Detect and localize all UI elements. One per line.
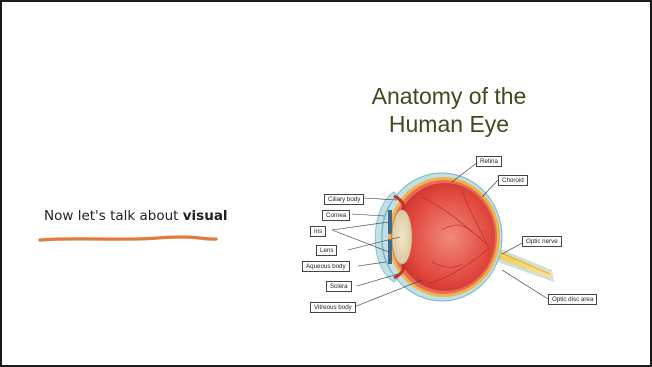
figure-title-line-2: Human Eye [364, 110, 534, 138]
intro-prefix: Now let's talk about [44, 208, 183, 224]
label-optic-nerve: Optic nerve [522, 236, 562, 247]
figure-title: Anatomy of the Human Eye [364, 82, 534, 138]
label-iris: Iris [310, 226, 326, 237]
label-choroid: Choroid [498, 175, 528, 186]
label-retina: Retina [476, 156, 502, 167]
intro-bold-word: visual [183, 208, 228, 224]
label-ciliary-body: Ciliary body [324, 194, 364, 205]
figure-title-line-1: Anatomy of the [364, 82, 534, 110]
label-vitreous-body: Vitreous body [310, 302, 356, 313]
label-aqueous-body: Aqueous body [302, 261, 350, 272]
label-sclera: Sclera [326, 281, 352, 292]
label-optic-disc-area: Optic disc area [548, 294, 597, 305]
label-cornea: Cornea [322, 210, 350, 221]
hand-drawn-underline [38, 234, 218, 244]
label-lens: Lens [316, 245, 337, 256]
intro-text: Now let's talk about visual [44, 208, 228, 224]
eye-diagram: Retina Choroid Ciliary body Cornea Iris … [302, 152, 622, 322]
